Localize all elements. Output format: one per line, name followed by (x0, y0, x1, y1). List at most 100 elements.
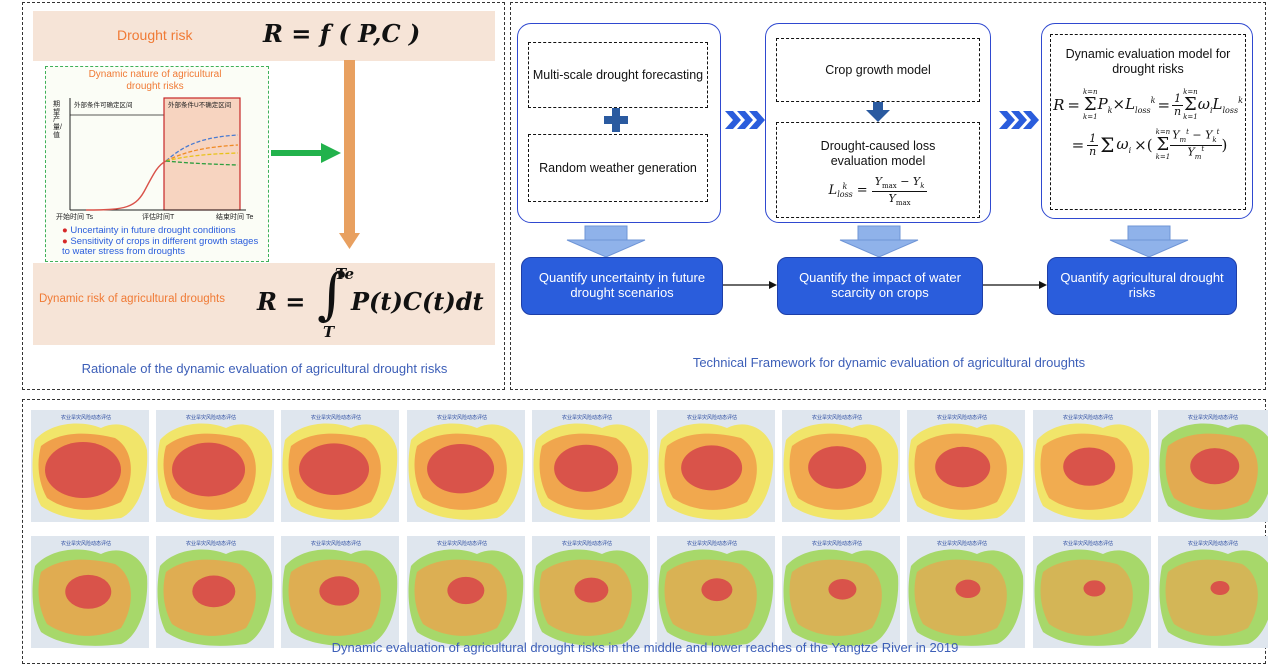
risk-model-title: Dynamic evaluation model for drought ris… (1065, 47, 1231, 76)
risk-model-box: Dynamic evaluation model for drought ris… (1050, 34, 1246, 210)
risk-map-thumbnail: 农业旱灾风险动态评估 (657, 410, 775, 522)
svg-text:农业旱灾风险动态评估: 农业旱灾风险动态评估 (186, 414, 236, 421)
x-eval-label: 评估时间T (142, 214, 175, 221)
bullet-dot: ● (62, 236, 71, 247)
x-end-label: 结束时间 Te (216, 214, 254, 221)
scenario-curve-3 (165, 152, 239, 162)
risk-map-thumbnail: 农业旱灾风险动态评估 (907, 410, 1026, 522)
inset-bullet-1: ● Uncertainty in future drought conditio… (62, 226, 268, 236)
framework-panel: Multi-scale drought forecasting Random w… (510, 2, 1266, 390)
risk-map-thumbnail: 农业旱灾风险动态评估 (281, 536, 400, 648)
risk-map-thumbnail: 农业旱灾风险动态评估 (657, 536, 775, 648)
risk-map-thumbnail: 农业旱灾风险动态评估 (1032, 410, 1151, 522)
svg-text:农业旱灾风险动态评估: 农业旱灾风险动态评估 (812, 540, 862, 547)
scenario-curve-4 (165, 160, 239, 166)
integrand: P(t)C(t)dt (351, 287, 484, 316)
svg-text:农业旱灾风险动态评估: 农业旱灾风险动态评估 (311, 414, 361, 421)
plus-icon (604, 108, 628, 132)
drought-risk-label: Drought risk (117, 27, 193, 43)
bottom-caption: Dynamic evaluation of agricultural droug… (331, 640, 959, 655)
observed-curve (85, 160, 167, 211)
svg-text:农业旱灾风险动态评估: 农业旱灾风险动态评估 (1063, 414, 1113, 421)
quantify-impact-box: Quantify the impact of water scarcity on… (777, 257, 983, 315)
map-grid: 农业旱灾风险动态评估农业旱灾风险动态评估农业旱灾风险动态评估农业旱灾风险动态评估… (31, 410, 1268, 650)
left-caption: Rationale of the dynamic evaluation of a… (81, 361, 448, 376)
svg-text:农业旱灾风险动态评估: 农业旱灾风险动态评估 (61, 540, 111, 547)
svg-text:农业旱灾风险动态评估: 农业旱灾风险动态评估 (1188, 414, 1238, 421)
drought-forecasting-box: Multi-scale drought forecasting (528, 42, 708, 108)
risk-map-thumbnail: 农业旱灾风险动态评估 (31, 410, 149, 522)
risk-formula-band: Drought risk R = f ( P,C ) (33, 11, 495, 61)
green-arrow-head (321, 143, 341, 163)
risk-map-thumbnail: 农业旱灾风险动态评估 (156, 536, 275, 648)
down-arrow-icon (1109, 225, 1189, 258)
risk-map-thumbnail: 农业旱灾风险动态评估 (31, 536, 149, 648)
inset-title: Dynamic nature of agricultural drought r… (88, 69, 222, 92)
x-start-label: 开始时间 Ts (56, 214, 93, 221)
chevron-right-icon (999, 111, 1039, 129)
scenario-curve-1 (165, 134, 239, 162)
inset-bullet-2: ● Sensitivity of crops in different grow… (62, 237, 268, 257)
scenario-curve-2 (165, 144, 239, 162)
risk-formula: R = f ( P,C ) (263, 19, 421, 48)
chevron-arrows (566, 111, 1189, 289)
risk-map-thumbnail: 农业旱灾风险动态评估 (156, 410, 275, 522)
svg-text:农业旱灾风险动态评估: 农业旱灾风险动态评估 (937, 540, 987, 547)
risk-map-thumbnail: 农业旱灾风险动态评估 (531, 536, 650, 648)
crop-growth-model-box: Crop growth model (776, 38, 980, 102)
bullet-dot: ● (62, 225, 71, 236)
dynamic-risk-label: Dynamic risk of agricultural droughts (39, 293, 225, 305)
svg-text:农业旱灾风险动态评估: 农业旱灾风险动态评估 (562, 414, 612, 421)
zone2-label: 外部条件U不确定区间 (168, 102, 232, 109)
risk-map-thumbnail: 农业旱灾风险动态评估 (406, 410, 525, 522)
bullet-2-text: Sensitivity of crops in different growth… (62, 236, 259, 257)
risk-model-group: Dynamic evaluation model for drought ris… (1041, 23, 1253, 219)
orange-arrow-shaft (344, 60, 355, 235)
down-arrow-icon (839, 225, 919, 258)
concept-curve-chart (69, 97, 246, 211)
svg-text:农业旱灾风险动态评估: 农业旱灾风险动态评估 (61, 414, 111, 421)
svg-text:农业旱灾风险动态评估: 农业旱灾风险动态评估 (311, 540, 361, 547)
risk-map-thumbnail: 农业旱灾风险动态评估 (406, 536, 525, 648)
integral-sign: ∫ (317, 262, 347, 327)
risk-map-thumbnail: 农业旱灾风险动态评估 (1157, 410, 1268, 522)
risk-map-thumbnail: 农业旱灾风险动态评估 (281, 410, 400, 522)
chevron-right-icon (725, 111, 765, 129)
zone1-label: 外部条件可确定区间 (74, 102, 133, 109)
crop-model-group: Crop growth model Drought-caused loss ev… (765, 23, 991, 223)
loss-evaluation-label: Drought-caused loss evaluation model (820, 139, 936, 168)
integral-R: R = (257, 287, 306, 316)
orange-arrow-head (339, 233, 360, 249)
risk-map-thumbnail: 农业旱灾风险动态评估 (782, 536, 901, 648)
bullet-1-text: Uncertainty in future drought conditions (70, 225, 236, 236)
svg-text:农业旱灾风险动态评估: 农业旱灾风险动态评估 (562, 540, 612, 547)
svg-text:农业旱灾风险动态评估: 农业旱灾风险动态评估 (687, 540, 737, 547)
quantify-uncertainty-box: Quantify uncertainty in future drought s… (521, 257, 723, 315)
svg-text:农业旱灾风险动态评估: 农业旱灾风险动态评估 (437, 414, 487, 421)
risk-map-thumbnail: 农业旱灾风险动态评估 (782, 410, 901, 522)
svg-text:农业旱灾风险动态评估: 农业旱灾风险动态评估 (437, 540, 487, 547)
risk-map-thumbnail: 农业旱灾风险动态评估 (907, 536, 1026, 648)
dynamic-risk-band: Dynamic risk of agricultural droughts R … (33, 263, 495, 345)
risk-map-thumbnail: 农业旱灾风险动态评估 (1157, 536, 1268, 648)
svg-text:农业旱灾风险动态评估: 农业旱灾风险动态评估 (812, 414, 862, 421)
svg-text:农业旱灾风险动态评估: 农业旱灾风险动态评估 (687, 414, 737, 421)
y-axis-label: 期望产量/值 (53, 101, 62, 139)
risk-map-thumbnail: 农业旱灾风险动态评估 (531, 410, 650, 522)
svg-text:农业旱灾风险动态评估: 农业旱灾风险动态评估 (1063, 540, 1113, 547)
forecast-group: Multi-scale drought forecasting Random w… (517, 23, 721, 223)
weather-generation-box: Random weather generation (528, 134, 708, 202)
flow-arrows (271, 60, 360, 249)
svg-text:农业旱灾风险动态评估: 农业旱灾风险动态评估 (937, 414, 987, 421)
rationale-panel: Drought risk R = f ( P,C ) Dynamic natur… (22, 2, 505, 390)
integral-lower-limit: T (323, 323, 335, 341)
right-caption: Technical Framework for dynamic evaluati… (692, 355, 1086, 370)
quantify-risk-box: Quantify agricultural drought risks (1047, 257, 1237, 315)
map-series-panel: 农业旱灾风险动态评估农业旱灾风险动态评估农业旱灾风险动态评估农业旱灾风险动态评估… (22, 399, 1268, 664)
dynamic-nature-inset: Dynamic nature of agricultural drought r… (45, 66, 269, 262)
svg-text:农业旱灾风险动态评估: 农业旱灾风险动态评估 (1188, 540, 1238, 547)
connector-arrowhead (769, 281, 777, 289)
